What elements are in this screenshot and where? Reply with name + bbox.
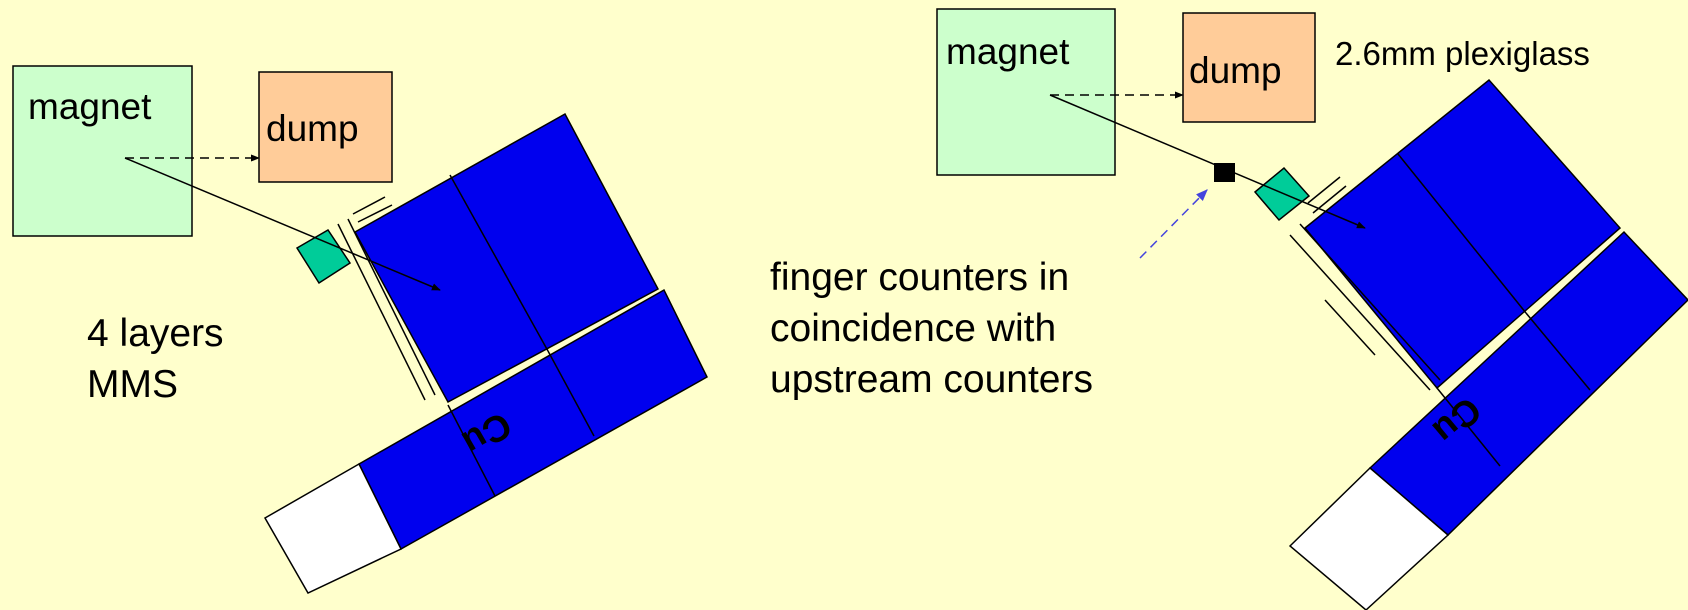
left-layer-line-4 [357,204,393,223]
right-upper-divider [1397,153,1527,314]
left-layers-note-line-2: MMS [87,363,178,406]
left-layer-line-2 [347,218,436,396]
right-layer-line-2 [1299,223,1441,381]
right-magnet-label: magnet [946,31,1070,72]
right-plexiglass-note: 2.6mm plexiglass [1335,35,1590,72]
right-counter-diamond [1253,166,1311,222]
right-layer-line-4 [1307,176,1341,204]
right-magnet-box [936,8,1116,176]
left-upper-divider [449,174,549,352]
finger-note-line-1: finger counters in [770,256,1069,299]
left-dump-box [258,71,393,183]
right-cu-divider-1 [1436,387,1501,467]
left-layer-line-3 [352,196,386,215]
left-dump-label: dump [266,108,359,149]
finger-pointer-arrow [1139,189,1208,259]
finger-note-line-2: coincidence with [770,307,1056,350]
left-magnet-label: magnet [28,86,152,127]
left-counter-diamond [295,228,352,285]
right-white-block [1288,466,1450,610]
finger-note-line-3: upstream counters [770,358,1093,401]
left-white-block [263,462,403,594]
right-dump-box [1182,12,1316,123]
left-layers-note-line-1: 4 layers [87,312,224,355]
left-cu-divider-1 [447,404,496,497]
left-magnet-box [12,65,193,237]
right-layer-line-3 [1324,299,1376,356]
finger-counter-icon [1214,163,1235,182]
left-beam-arrow [124,157,441,291]
right-cu-divider-2 [1525,312,1591,391]
right-setup: magnet dump 2.6mm plexiglass Cu finger c… [770,8,1688,610]
left-cu-divider-2 [547,350,595,437]
right-layer-line-1 [1289,234,1431,391]
right-dump-label: dump [1189,50,1282,91]
left-upper-block [353,112,660,404]
left-setup: magnet dump Cu 4 layers MMS [12,65,708,594]
right-beam-arrow [1049,94,1366,229]
